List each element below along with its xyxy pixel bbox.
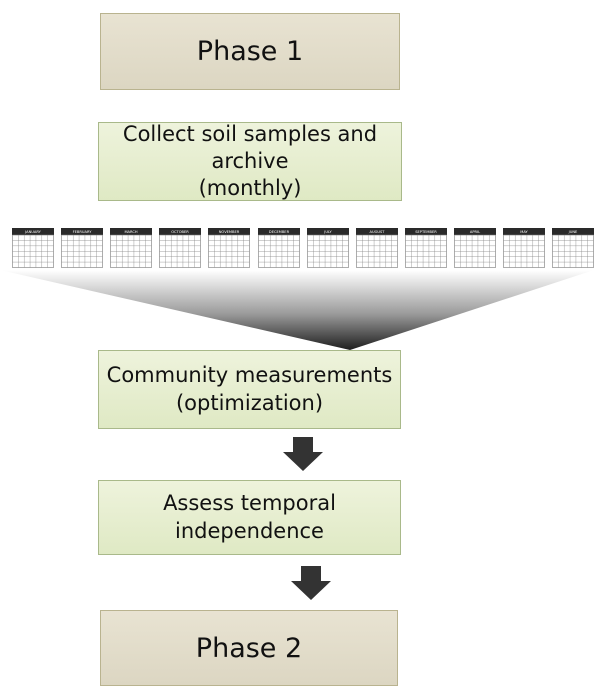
calendar-page-icon: DECEMBER (258, 228, 300, 268)
phase-2-label: Phase 2 (195, 632, 303, 664)
community-measurements-box: Community measurements (optimization) (98, 350, 401, 429)
calendar-page-icon: NOVEMBER (208, 228, 250, 268)
calendar-month-label: NOVEMBER (219, 230, 240, 234)
calendar-month-label: OCTOBER (171, 230, 189, 234)
phase-1-label: Phase 1 (196, 36, 304, 67)
phase-1-box: Phase 1 (100, 13, 400, 90)
calendar-page-icon: AUGUST (356, 228, 398, 268)
calendar-page-icon: OCTOBER (159, 228, 201, 268)
calendar-month-label: JULY (323, 230, 332, 234)
down-arrow-icon (291, 566, 331, 600)
calendar-month-label: SEPTEMBER (415, 230, 437, 234)
calendar-month-label: JUNE (568, 230, 578, 234)
phase-2-box: Phase 2 (100, 610, 398, 686)
collect-samples-line2: (monthly) (198, 176, 302, 201)
calendar-month-label: FEBRUARY (73, 230, 93, 234)
down-arrow-icon (283, 437, 323, 471)
community-measurements-line2: (optimization) (175, 390, 324, 415)
assess-independence-label: Assess temporal independence (163, 491, 336, 543)
funnel-graphic (0, 270, 594, 350)
calendar-month-label: MAY (520, 230, 528, 234)
calendar-page-icon: SEPTEMBER (405, 228, 447, 268)
calendar-page-icon: JUNE (552, 228, 594, 268)
calendar-month-label: DECEMBER (269, 230, 290, 234)
assess-independence-box: Assess temporal independence (98, 480, 401, 555)
calendar-month-label: MARCH (124, 230, 137, 234)
calendar-page-icon: MAY (503, 228, 545, 268)
collect-samples-line1: Collect soil samples and archive (122, 121, 378, 173)
community-measurements-line1: Community measurements (106, 363, 393, 388)
calendar-page-icon: FEBRUARY (61, 228, 103, 268)
calendar-page-icon: JULY (307, 228, 349, 268)
monthly-calendar-strip: JANUARY FEBRUARY MARCH OCTOBER NOVEMBER DECEM… (0, 224, 594, 274)
calendar-page-icon: APRIL (454, 228, 496, 268)
collect-samples-box: Collect soil samples and archive (monthl… (98, 122, 402, 201)
calendar-month-label: AUGUST (370, 230, 386, 234)
calendar-month-label: APRIL (470, 230, 480, 234)
calendar-page-icon: JANUARY (12, 228, 54, 268)
calendar-page-icon: MARCH (110, 228, 152, 268)
calendar-month-label: JANUARY (24, 230, 41, 234)
